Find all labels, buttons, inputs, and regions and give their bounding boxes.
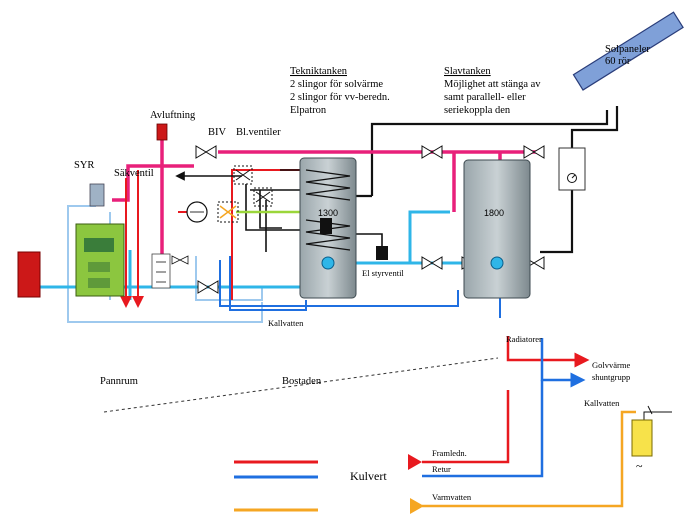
label-slav-line3: seriekoppla den bbox=[444, 105, 511, 116]
label-retur: Retur bbox=[432, 464, 451, 474]
solar-panel bbox=[572, 11, 684, 91]
water-heater bbox=[631, 419, 653, 457]
valve-bottom-left bbox=[197, 280, 219, 294]
label-bostaden: Bostaden bbox=[282, 376, 322, 387]
label-sakventil: Säkventil bbox=[114, 168, 154, 179]
solar-loop-pipes bbox=[352, 106, 619, 254]
label-tekniktanken: Tekniktanken bbox=[290, 66, 348, 77]
boiler bbox=[75, 223, 125, 297]
label-tank-1300: 1300 bbox=[318, 208, 338, 218]
label-teknik-line2: 2 slingor för vv-beredn. bbox=[290, 92, 390, 103]
label-slavtanken: Slavtanken bbox=[444, 66, 491, 77]
valve-top-mid bbox=[421, 145, 443, 159]
label-framledn: Framledn. bbox=[432, 448, 467, 458]
hot-supply-pipes bbox=[112, 140, 540, 270]
label-kulvert: Kulvert bbox=[350, 469, 387, 483]
warm-water-line bbox=[422, 410, 636, 508]
label-tank-1800: 1800 bbox=[484, 208, 504, 218]
solar-controller bbox=[558, 147, 586, 191]
label-blventiler: Bl.ventiler bbox=[236, 127, 281, 138]
label-pannrum: Pannrum bbox=[100, 376, 138, 387]
label-shuntgrupp: shuntgrupp bbox=[592, 372, 630, 382]
label-avluftning: Avluftning bbox=[150, 110, 196, 121]
distribution-return bbox=[422, 338, 586, 478]
label-biv: BIV bbox=[208, 127, 227, 138]
label-slav-line1: Möjlighet att stänga av bbox=[444, 79, 541, 90]
label-teknik-line1: 2 slingor för solvärme bbox=[290, 79, 383, 90]
label-teknik-line3: Elpatron bbox=[290, 105, 327, 116]
supply-pipes bbox=[120, 169, 302, 308]
tank-1800 bbox=[463, 159, 531, 299]
valve-top-right bbox=[523, 145, 545, 159]
label-solpaneler: Solpaneler bbox=[605, 44, 650, 55]
mixing-valves bbox=[217, 165, 273, 223]
label-kallvatten-main: Kallvatten bbox=[268, 318, 304, 328]
heater-symbol: ~ bbox=[636, 459, 643, 473]
label-radiatorer: Radiatorer bbox=[506, 334, 542, 344]
valve-boiler bbox=[151, 253, 189, 289]
supply-arrow bbox=[408, 454, 422, 470]
label-el-styrventil: El styrventil bbox=[362, 268, 404, 278]
label-slav-line2: samt parallell- eller bbox=[444, 92, 526, 103]
kulvert-legend bbox=[234, 460, 318, 512]
tank-1300 bbox=[299, 157, 357, 299]
expansion-vessel bbox=[17, 251, 41, 298]
air-vent bbox=[156, 123, 168, 141]
warm-water-arrow bbox=[410, 498, 424, 514]
label-golvvarme: Golvvärme bbox=[592, 360, 630, 370]
label-syr: SYR bbox=[74, 160, 94, 171]
circulation-pump bbox=[178, 201, 208, 223]
electric-control-valve bbox=[376, 246, 388, 260]
cold-water-tap bbox=[643, 405, 672, 420]
syr-unit bbox=[89, 183, 105, 207]
label-kallvatten-right: Kallvatten bbox=[584, 398, 620, 408]
room-divider bbox=[103, 357, 499, 413]
distribution-supply bbox=[422, 336, 590, 464]
label-varmvatten: Varmvatten bbox=[432, 492, 472, 502]
label-solpaneler-tubes: 60 rör bbox=[605, 56, 631, 67]
valve-biv bbox=[195, 145, 217, 159]
